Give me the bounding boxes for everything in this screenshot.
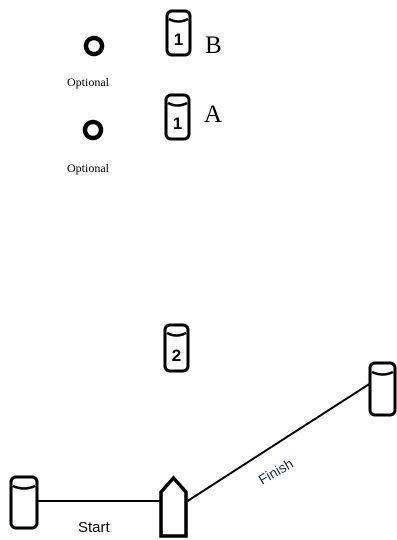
optional-mark-circle-upper [83,35,105,57]
buoy-2-number: 2 [172,346,181,365]
buoy-mark-2: 2 [163,323,190,373]
optional-mark-circle-lower [82,119,104,141]
mark-label-b: B [205,32,222,59]
start-label: Start [78,519,111,536]
buoy-a-number: 1 [173,114,182,133]
optional-label-lower: Optional [67,161,110,175]
committee-boat [159,475,188,538]
finish-label: Finish [256,455,296,488]
start-pin-buoy [9,475,39,530]
mark-label-a: A [204,101,222,128]
buoy-mark-b: 1 [165,9,192,57]
buoy-mark-a: 1 [164,93,191,141]
buoy-b-number: 1 [174,30,183,49]
optional-label-upper: Optional [67,75,110,89]
finish-line [185,380,375,503]
finish-pin-buoy [368,361,397,417]
